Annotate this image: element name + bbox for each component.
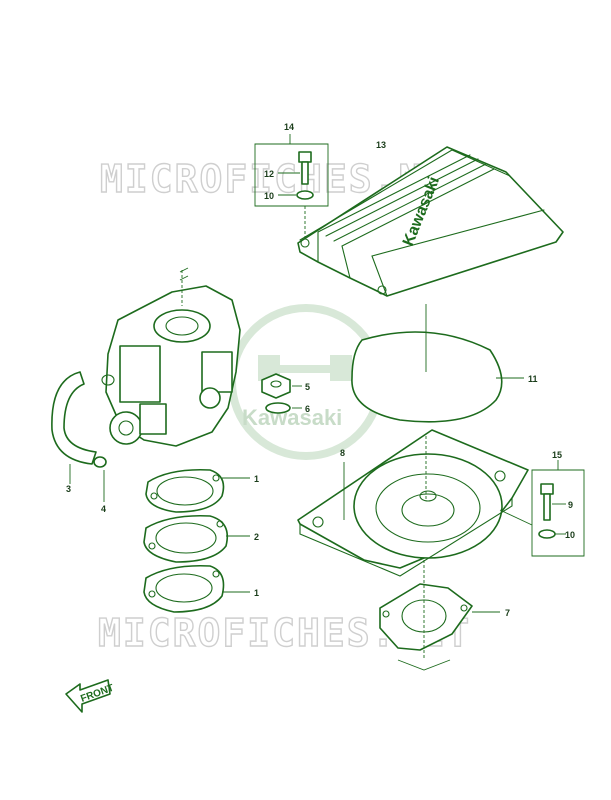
carb-gasket-upper [145,468,250,513]
callout-1-lower: 1 [254,588,259,598]
callout-5: 5 [305,382,310,392]
callout-1-upper: 1 [254,474,259,484]
callout-2: 2 [254,532,259,542]
intake-base-plate [297,429,529,577]
callout-13: 13 [376,140,386,150]
cover-bolt-group [254,134,329,240]
intake-cover: Kawasaki [297,146,564,297]
callout-4: 4 [101,504,106,514]
carburetor [105,267,241,447]
callout-10-base: 10 [565,530,575,540]
callout-3: 3 [66,484,71,494]
callout-11: 11 [528,374,538,384]
front-arrow-icon: FRONT [65,679,115,713]
carb-gasket-lower [143,564,250,613]
callout-8: 8 [340,448,345,458]
callout-9: 9 [568,500,573,510]
callout-15: 15 [552,450,562,460]
callout-6: 6 [305,404,310,414]
base-bolt-group [499,460,585,557]
callout-14: 14 [284,122,294,132]
cover-gasket [351,304,524,423]
nut-and-washer [261,373,302,414]
hose [51,371,115,502]
carb-spacer-gasket [143,514,250,563]
callout-10-cover: 10 [264,191,274,201]
callout-7: 7 [505,608,510,618]
base-gasket [379,560,500,671]
logo-text: Kawasaki [242,405,342,430]
callout-12: 12 [264,169,274,179]
